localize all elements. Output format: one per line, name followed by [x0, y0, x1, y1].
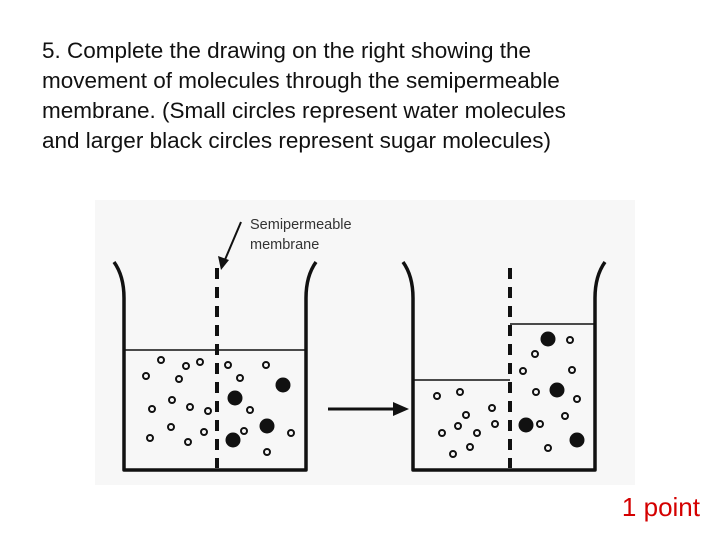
sugar-molecule: [549, 382, 565, 398]
water-molecule: [454, 422, 462, 430]
water-molecule: [168, 396, 176, 404]
sugar-molecule: [259, 418, 275, 434]
water-molecule: [568, 366, 576, 374]
water-molecule: [175, 375, 183, 383]
water-molecule: [146, 434, 154, 442]
right-beaker: [401, 260, 607, 472]
water-molecule: [186, 403, 194, 411]
water-molecule: [462, 411, 470, 419]
membrane-label-line2: membrane: [250, 237, 319, 253]
water-molecule: [184, 438, 192, 446]
water-molecule: [456, 388, 464, 396]
osmosis-diagram: Semipermeable membrane: [95, 200, 635, 485]
question-text: 5. Complete the drawing on the right sho…: [42, 36, 702, 156]
water-molecule: [561, 412, 569, 420]
water-molecule: [262, 361, 270, 369]
question-line: and larger black circles represent sugar…: [42, 128, 551, 153]
question-line: movement of molecules through the semipe…: [42, 68, 560, 93]
water-molecule: [263, 448, 271, 456]
transition-arrow: [328, 402, 409, 416]
water-molecule: [536, 420, 544, 428]
water-molecule: [236, 374, 244, 382]
water-molecule: [200, 428, 208, 436]
water-molecule: [438, 429, 446, 437]
water-molecule: [544, 444, 552, 452]
membrane-label-line1: Semipermeable: [250, 217, 352, 233]
water-molecule: [148, 405, 156, 413]
right-molecules: [433, 336, 581, 458]
water-molecule: [488, 404, 496, 412]
water-molecule: [287, 429, 295, 437]
water-molecule: [182, 362, 190, 370]
water-molecule: [240, 427, 248, 435]
membrane-pointer-arrow: [218, 221, 242, 270]
water-molecule: [204, 407, 212, 415]
water-molecule: [519, 367, 527, 375]
water-molecule: [246, 406, 254, 414]
water-molecule: [224, 361, 232, 369]
left-molecules: [142, 356, 295, 456]
water-molecule: [531, 350, 539, 358]
right-sugar-molecules: [518, 331, 585, 448]
water-molecule: [196, 358, 204, 366]
left-sugar-molecules: [225, 377, 291, 448]
water-molecule: [433, 392, 441, 400]
sugar-molecule: [569, 432, 585, 448]
water-molecule: [532, 388, 540, 396]
water-molecule: [573, 395, 581, 403]
points-label: 1 point: [621, 492, 700, 522]
water-molecule: [466, 443, 474, 451]
left-beaker: [112, 260, 318, 472]
water-molecule: [491, 420, 499, 428]
sugar-molecule: [225, 432, 241, 448]
sugar-molecule: [540, 331, 556, 347]
water-molecule: [167, 423, 175, 431]
water-molecule: [566, 336, 574, 344]
sugar-molecule: [275, 377, 291, 393]
sugar-molecule: [518, 417, 534, 433]
water-molecule: [157, 356, 165, 364]
water-molecule: [449, 450, 457, 458]
water-molecule: [142, 372, 150, 380]
water-molecule: [473, 429, 481, 437]
question-line: 5. Complete the drawing on the right sho…: [42, 38, 532, 63]
question-line: membrane. (Small circles represent water…: [42, 98, 566, 123]
sugar-molecule: [227, 390, 243, 406]
